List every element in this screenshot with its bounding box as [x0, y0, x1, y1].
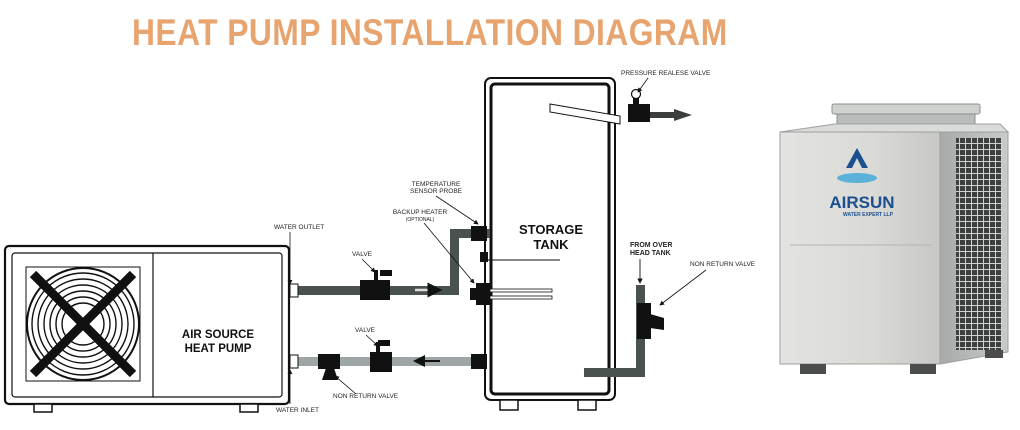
backup-heater	[470, 283, 553, 305]
brand-tagline: WATER EXPERT LLP	[843, 212, 894, 218]
outlet-valve	[360, 270, 392, 300]
outlet-arrow-icon	[674, 109, 692, 121]
temperature-sensor-probe	[480, 252, 488, 262]
from-overhead-label-line2: HEAD TANK	[630, 250, 671, 257]
tank-label-line1: STORAGE	[519, 222, 583, 237]
valve-bottom-label: VALVE	[355, 327, 376, 334]
valve-top-label: VALVE	[352, 251, 373, 258]
non-return-right-label: NON RETURN VALVE	[690, 261, 756, 268]
water-inlet-label: WATER INLET	[276, 407, 319, 414]
from-overhead-label-line1: FROM OVER	[630, 242, 672, 249]
non-return-valve-bottom	[318, 354, 340, 380]
water-outlet-label: WATER OUTLET	[274, 224, 324, 231]
pressure-valve-label: PRESSURE REALESE VALVE	[621, 70, 711, 77]
backup-heater-label: BACKUP HEATER	[393, 209, 448, 216]
bottom-tank-fitting	[471, 354, 487, 369]
airsun-logo-icon	[837, 148, 877, 183]
temp-probe-label-line1: TEMPERATURE	[412, 181, 461, 188]
non-return-valve-right	[637, 303, 664, 339]
heat-pump-label-line1: AIR SOURCE	[182, 329, 255, 341]
heat-pump-unit: AIR SOURCE HEAT PUMP	[3, 244, 291, 413]
tank-label-line2: TANK	[533, 237, 569, 252]
heat-pump-label-line2: HEAT PUMP	[185, 343, 252, 355]
product-image: AIRSUN WATER EXPERT LLP	[779, 103, 1010, 374]
storage-tank: STORAGE TANK	[484, 77, 621, 411]
brand-name: AIRSUN	[829, 193, 894, 212]
diagram-title: HEAT PUMP INSTALLATION DIAGRAM	[132, 12, 728, 53]
cold-water-pipe	[290, 355, 472, 367]
temp-probe-label-line2: SENSOR PROBE	[410, 188, 463, 195]
hot-water-pipe	[290, 229, 490, 298]
backup-heater-note: (OPTIONAL)	[406, 217, 435, 223]
fan-icon	[25, 266, 141, 382]
inlet-valve	[370, 340, 392, 372]
top-tank-fitting	[471, 226, 487, 241]
pressure-release-valve	[628, 88, 692, 122]
non-return-bottom-label: NON RETURN VALVE	[333, 393, 399, 400]
